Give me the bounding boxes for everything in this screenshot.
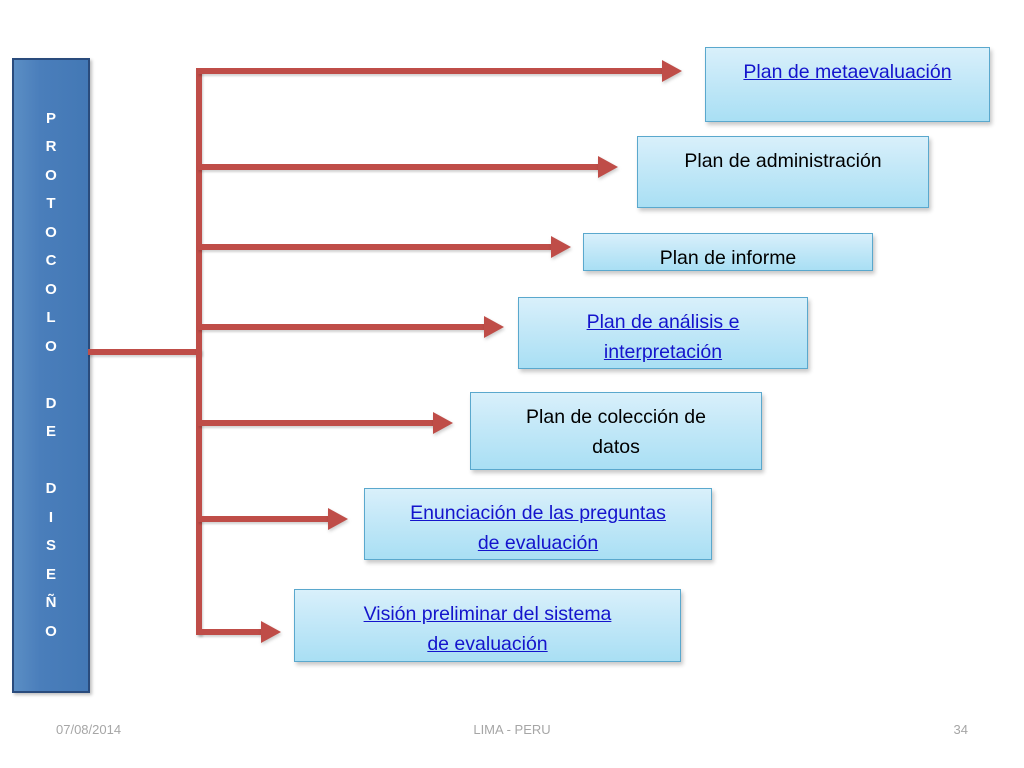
node-label-plan-de-informe: Plan de informe (659, 247, 797, 269)
node-plan-de-informe[interactable]: Plan de informe (583, 233, 873, 271)
connector-branch-6 (198, 516, 329, 522)
arrowhead-icon-4 (484, 316, 504, 338)
arrowhead-icon-6 (328, 508, 348, 530)
protocolo-de-diseno-bar: P R O T O C O L O D E D I S E Ñ O (12, 58, 90, 693)
footer-page-number: 34 (953, 722, 968, 737)
node-plan-de-metaevaluacion[interactable]: Plan de metaevaluación (705, 47, 990, 122)
connector-branch-3 (198, 244, 552, 250)
node-vision-preliminar-del-sistema-de-evaluacion[interactable]: Visión preliminar del sistema de evaluac… (294, 589, 681, 662)
footer-location: LIMA - PERU (473, 722, 551, 737)
connector-spine (196, 68, 202, 635)
arrowhead-icon-7 (261, 621, 281, 643)
node-enunciacion-de-las-preguntas-de-evaluacion[interactable]: Enunciación de las preguntas de evaluaci… (364, 488, 712, 560)
arrowhead-icon-5 (433, 412, 453, 434)
connector-branch-2 (198, 164, 599, 170)
node-label-vision-preliminar-del-sistema-de-evaluacion[interactable]: Visión preliminar del sistema de evaluac… (363, 603, 612, 655)
node-label-plan-de-analisis-e-interpretacion[interactable]: Plan de análisis e interpretación (586, 311, 740, 363)
node-label-plan-de-metaevaluacion[interactable]: Plan de metaevaluación (743, 61, 952, 83)
slide-footer: 07/08/2014 LIMA - PERU 34 (0, 722, 1024, 744)
footer-date: 07/08/2014 (56, 722, 122, 737)
node-plan-de-administracion[interactable]: Plan de administración (637, 136, 929, 208)
connector-branch-1 (198, 68, 663, 74)
arrowhead-icon-2 (598, 156, 618, 178)
node-label-plan-de-coleccion-de-datos: Plan de colección de datos (526, 406, 706, 458)
connector-branch-5 (198, 420, 434, 426)
node-label-enunciacion-de-las-preguntas-de-evaluacion[interactable]: Enunciación de las preguntas de evaluaci… (410, 502, 666, 554)
node-plan-de-coleccion-de-datos[interactable]: Plan de colección de datos (470, 392, 762, 470)
node-label-plan-de-administracion: Plan de administración (684, 150, 882, 172)
connector-branch-4 (198, 324, 485, 330)
arrowhead-icon-3 (551, 236, 571, 258)
connector-branch-7 (198, 629, 262, 635)
connector-stub (88, 349, 202, 355)
arrowhead-icon-1 (662, 60, 682, 82)
node-plan-de-analisis-e-interpretacion[interactable]: Plan de análisis e interpretación (518, 297, 808, 369)
protocolo-de-diseno-label: P R O T O C O L O D E D I S E Ñ O (45, 109, 57, 640)
